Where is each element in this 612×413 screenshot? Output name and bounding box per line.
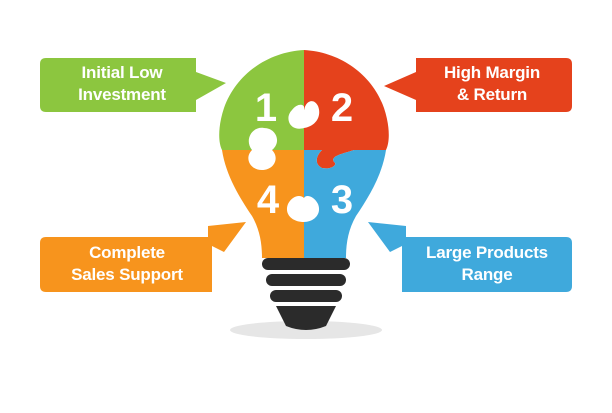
callout-top-right: High Margin & Return bbox=[414, 62, 570, 106]
puzzle-piece-4 bbox=[222, 150, 304, 258]
callout-bottom-right-line2: Range bbox=[461, 265, 513, 284]
callout-top-right-line1: High Margin bbox=[443, 63, 540, 82]
callout-bottom-left-line1: Complete bbox=[89, 243, 165, 262]
piece-number-4: 4 bbox=[256, 178, 280, 222]
piece-number-2: 2 bbox=[330, 86, 354, 130]
callout-shape-bottom-left bbox=[40, 222, 246, 292]
piece-number-3: 3 bbox=[330, 178, 354, 222]
callout-shape-top-right bbox=[384, 58, 572, 112]
callout-shape-bottom-right bbox=[368, 222, 572, 292]
callout-bottom-left-line2: Sales Support bbox=[71, 265, 183, 284]
callout-shape-top-left bbox=[40, 58, 226, 112]
puzzle-piece-2 bbox=[304, 50, 389, 169]
piece-number-1: 1 bbox=[254, 86, 278, 130]
callout-top-right-line2: & Return bbox=[456, 85, 528, 104]
callout-bottom-left: Complete Sales Support bbox=[44, 242, 210, 286]
callout-bottom-right: Large Products Range bbox=[404, 242, 570, 286]
callout-bottom-right-line1: Large Products bbox=[426, 243, 548, 262]
bulb-base bbox=[262, 258, 350, 330]
puzzle-piece-1 bbox=[219, 50, 305, 150]
callout-top-left-line1: Initial Low bbox=[81, 63, 163, 82]
callout-top-left: Initial Low Investment bbox=[44, 62, 200, 106]
puzzle-piece-3 bbox=[304, 150, 386, 258]
callout-top-left-line2: Investment bbox=[78, 85, 166, 104]
